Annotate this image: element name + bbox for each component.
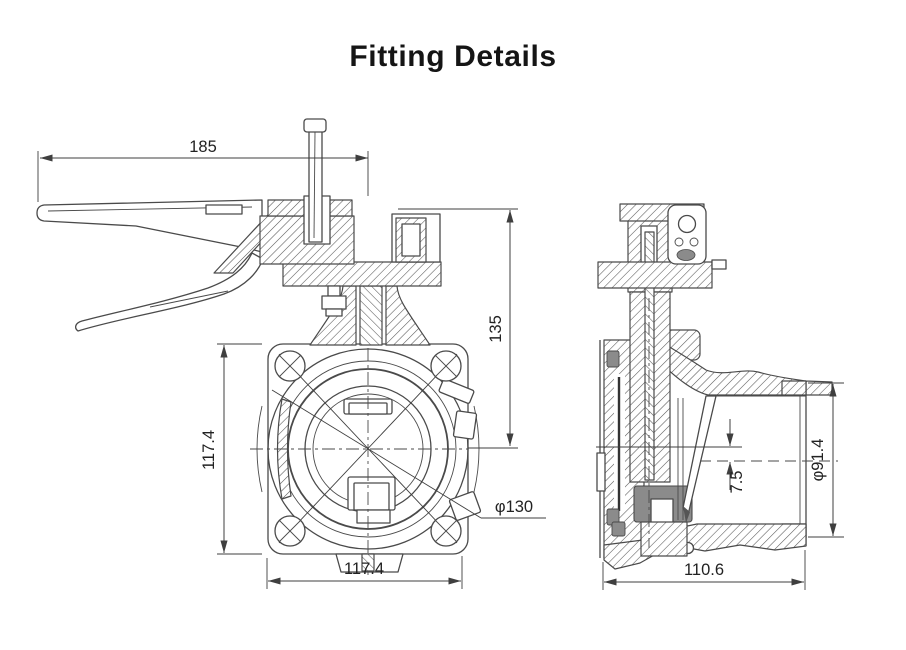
- mounting-plate: [282, 261, 442, 287]
- side-view: 7.5 φ91.4 110.6: [596, 203, 844, 590]
- dimension-flange-width: 117.4: [266, 556, 463, 589]
- handle-trigger: [75, 252, 264, 332]
- flange-step: [596, 452, 606, 492]
- title-bar: Fitting Details: [0, 40, 906, 74]
- plate-bolt: [321, 285, 347, 317]
- dimension-body-width: 110.6: [602, 550, 806, 590]
- side-centerlines: [596, 298, 838, 548]
- disc-bottom-tab: [347, 476, 396, 524]
- dimension-flange-height: 117.4: [200, 343, 262, 555]
- dim-label-185: 185: [189, 138, 217, 156]
- page-title: Fitting Details: [349, 40, 557, 73]
- front-view: 185 135 117.4 117.4: [36, 118, 546, 589]
- latch-plate: [391, 213, 441, 263]
- bolt-holes: [274, 350, 462, 547]
- dim-label-phi91-4: φ91.4: [809, 439, 827, 482]
- dimension-center-height: 135: [398, 208, 518, 449]
- dimension-bolt-circle: φ130: [271, 389, 546, 519]
- bracket-detent: [676, 249, 696, 261]
- dimension-handle-length: 185: [37, 138, 369, 202]
- side-mounting-plate: [597, 261, 713, 289]
- plate-pin: [711, 259, 727, 270]
- stem-section: [359, 285, 383, 346]
- stem-column: [627, 219, 673, 483]
- dim-label-7-5: 7.5: [728, 471, 746, 494]
- stem-shaft: [644, 231, 655, 481]
- handle-assembly: [36, 118, 441, 332]
- seal-notch: [650, 498, 674, 524]
- seal-gland: [640, 521, 688, 557]
- handle-bracket: [667, 204, 707, 265]
- disc-tip: [683, 506, 690, 523]
- dim-label-phi130: φ130: [495, 498, 533, 516]
- dimension-disc-offset: 7.5: [726, 419, 746, 494]
- valve-disc: [677, 395, 717, 523]
- seal-parts: [606, 350, 693, 537]
- dim-label-135: 135: [487, 315, 505, 343]
- dimension-bore-diameter: φ91.4: [808, 382, 844, 538]
- dim-label-117-4-left: 117.4: [200, 430, 218, 470]
- bottom-stem: [335, 553, 404, 573]
- dim-label-110-6: 110.6: [684, 561, 724, 579]
- neck-and-plate: [282, 261, 442, 346]
- dim-label-117-4-bottom: 117.4: [344, 560, 384, 578]
